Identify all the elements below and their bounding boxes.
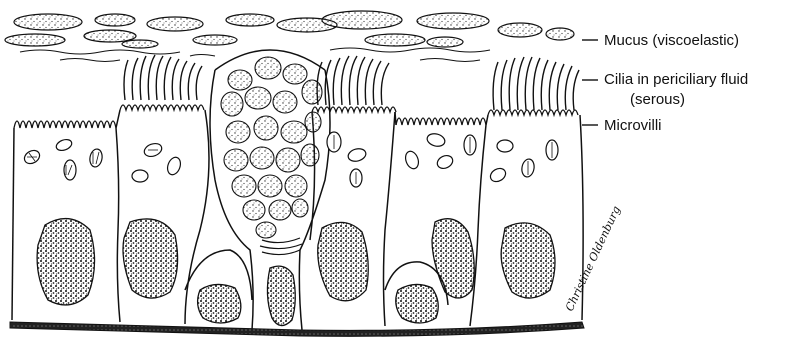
mucus-strands bbox=[20, 48, 490, 62]
label-cilia: Cilia in periciliary fluid bbox=[604, 71, 748, 88]
label-cilia-serous: (serous) bbox=[630, 91, 685, 108]
basement-membrane bbox=[10, 322, 584, 336]
mucus-layer bbox=[5, 11, 574, 48]
goblet-cell-granules bbox=[221, 57, 322, 238]
cilia-groups bbox=[124, 55, 579, 110]
artist-signature: Christine Oldenburg bbox=[563, 204, 623, 313]
goblet-golgi bbox=[260, 238, 302, 255]
label-microvilli: Microvilli bbox=[604, 117, 662, 134]
label-mucus: Mucus (viscoelastic) bbox=[604, 32, 739, 49]
label-leader-lines bbox=[582, 40, 598, 125]
